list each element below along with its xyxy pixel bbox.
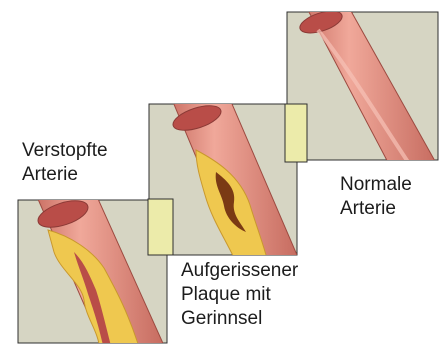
zoom-marker-ruptured-to-normal — [285, 104, 307, 162]
blocked-artery-label-line-1: Verstopfte — [22, 139, 108, 163]
ruptured-plaque-label: Aufgerissener Plaque mit Gerinnsel — [181, 259, 298, 331]
blocked-artery-label-line-2: Arterie — [22, 163, 108, 187]
blocked-artery-panel — [18, 190, 167, 347]
normal-artery-label-line-1: Normale — [340, 173, 412, 197]
ruptured-plaque-label-line-1: Aufgerissener — [181, 259, 298, 283]
normal-artery-label: Normale Arterie — [340, 173, 412, 221]
ruptured-plaque-label-line-3: Gerinnsel — [181, 307, 298, 331]
zoom-marker-blocked-to-ruptured — [148, 199, 173, 255]
ruptured-plaque-label-line-2: Plaque mit — [181, 283, 298, 307]
blocked-artery-label: Verstopfte Arterie — [22, 139, 108, 187]
normal-artery-label-line-2: Arterie — [340, 197, 412, 221]
normal-artery-panel — [287, 0, 440, 170]
